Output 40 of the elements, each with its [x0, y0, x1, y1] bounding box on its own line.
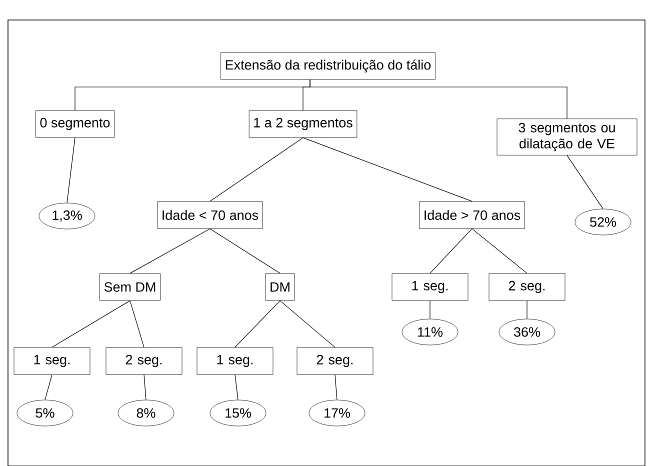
result-oval: 17% [308, 400, 366, 426]
connector-line [566, 155, 604, 210]
connector-line [210, 137, 304, 202]
category-box: Idade > 70 anos [419, 201, 525, 229]
connector-line [66, 137, 76, 204]
category-box: Idade < 70 anos [157, 201, 263, 229]
connector-line [52, 300, 130, 348]
category-box: DM [265, 273, 295, 301]
connector-line [130, 228, 210, 274]
connector-line [234, 300, 280, 348]
connector-line [430, 228, 472, 274]
category-box: Extensão da redistribuição do tálio [220, 52, 436, 80]
connector-line [44, 374, 52, 400]
connector-line [234, 374, 238, 400]
result-oval: 5% [16, 400, 74, 426]
connector-line [130, 300, 144, 348]
category-box: 0 segmento [36, 110, 114, 138]
category-box: 2 seg. [488, 273, 566, 301]
connector-line [310, 79, 568, 119]
category-box: 1 seg. [14, 347, 90, 375]
result-oval: 8% [118, 400, 174, 426]
connector-line [526, 300, 528, 320]
category-box: 2 seg. [106, 347, 182, 375]
result-oval: 1,3% [38, 202, 96, 230]
connector-line [302, 137, 472, 202]
category-box: Sem DM [100, 273, 160, 301]
result-oval: 11% [402, 318, 458, 346]
category-box: 1 seg. [392, 273, 468, 301]
category-box: 1 a 2 segmentos [248, 110, 358, 138]
connector-line [144, 374, 146, 400]
category-box: 1 seg. [196, 347, 274, 375]
connector-line [210, 228, 280, 274]
category-box: 2 seg. [296, 347, 374, 375]
result-oval: 36% [498, 318, 556, 346]
result-oval: 15% [210, 400, 266, 426]
result-oval: 52% [574, 208, 632, 236]
category-box: 3 segmentos ou dilatação de VE [496, 118, 638, 156]
connector-line [472, 228, 528, 274]
connector-line [280, 300, 336, 348]
connector-line [334, 374, 338, 400]
